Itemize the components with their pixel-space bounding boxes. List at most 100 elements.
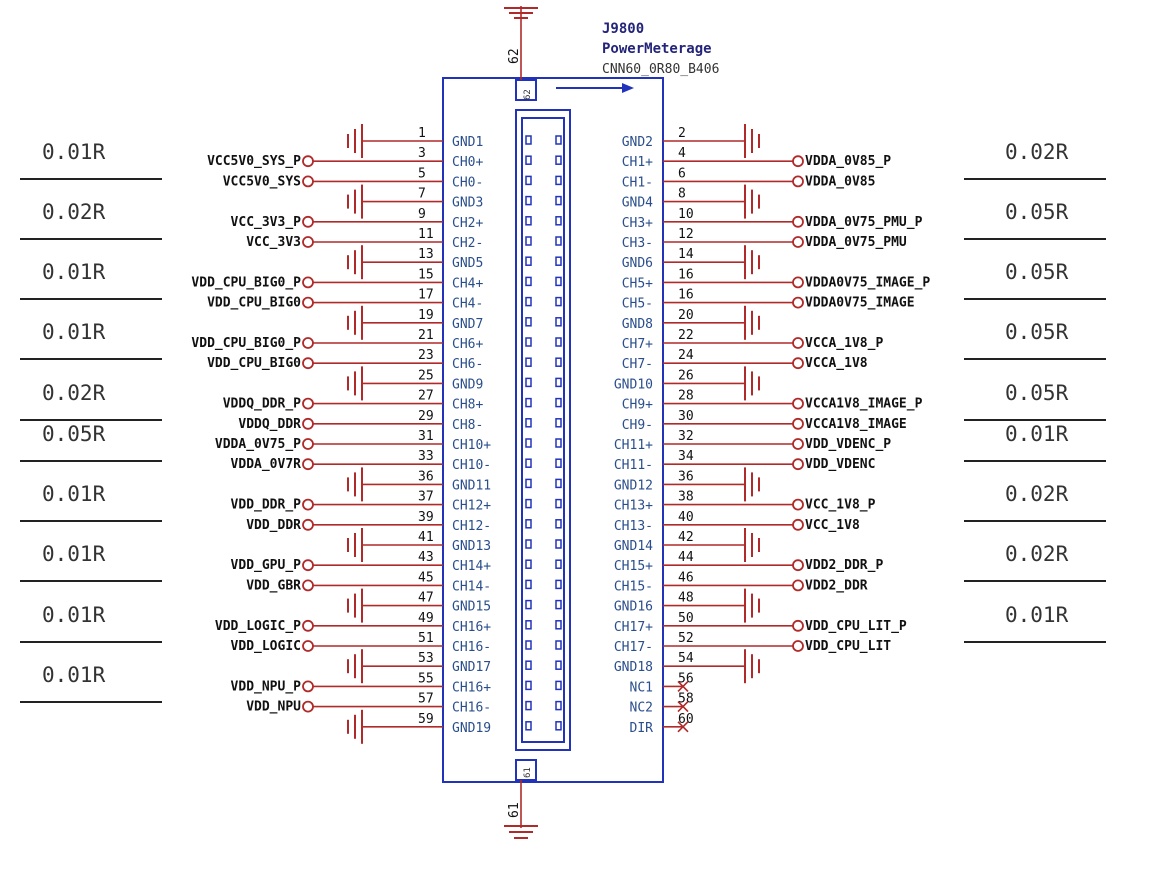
net-label: VDDA_0V85	[805, 174, 875, 189]
shunt-resistor-label: 0.02R	[1005, 482, 1069, 506]
pin-number: 59	[418, 712, 434, 727]
connector-body	[442, 77, 664, 783]
net-port	[302, 680, 314, 693]
pin-number: 32	[678, 429, 694, 444]
pin-name: GND6	[622, 256, 653, 271]
pin-name: GND3	[452, 196, 483, 211]
pin-number: 55	[418, 671, 434, 686]
slot-contact-right	[555, 296, 562, 307]
slot-contact-left	[525, 418, 532, 428]
net-port	[792, 498, 804, 511]
component-value: PowerMeterage	[602, 41, 712, 57]
pin-name: CH3+	[622, 216, 653, 231]
pin-name: CH10-	[452, 458, 491, 473]
net-port	[792, 357, 804, 370]
shunt-resistor-label: 0.01R	[1005, 603, 1069, 627]
net-label: VDDA0V75_IMAGE_P	[805, 275, 930, 290]
net-label: VCCA_1V8	[805, 356, 868, 371]
pin-number: 3	[418, 146, 426, 161]
shunt-resistor-label: 0.02R	[42, 381, 106, 405]
pin-number: 38	[678, 490, 694, 505]
net-port	[302, 236, 314, 248]
pin-number: 8	[678, 187, 686, 202]
slot-contact-right	[555, 317, 562, 327]
connector-slot-outer	[515, 109, 571, 751]
slot-contact-left	[525, 337, 532, 347]
pin-name: CH5-	[622, 297, 653, 312]
pin-number: 47	[418, 591, 434, 606]
slot-contact-right	[555, 357, 562, 367]
pin-name: GND12	[614, 478, 653, 493]
slot-contact-right	[555, 498, 562, 509]
net-label: VCCA_1V8_P	[805, 336, 883, 351]
pin-name: CH11+	[614, 438, 653, 453]
shunt-resistor-label: 0.01R	[42, 482, 106, 506]
net-label: VDD_GPU_P	[231, 558, 302, 573]
net-port	[302, 397, 314, 410]
net-port	[792, 215, 804, 228]
net-port	[302, 175, 314, 188]
pin-name: CH9+	[622, 398, 653, 413]
slot-contact-left	[525, 377, 532, 388]
pin-name: CH7-	[622, 357, 653, 372]
slot-contact-left	[525, 296, 532, 307]
pin-number: 39	[418, 510, 434, 525]
net-port	[302, 438, 314, 450]
pin-name: CH5+	[622, 276, 653, 291]
pin-name: CH15+	[614, 559, 653, 574]
net-port	[792, 458, 804, 471]
slot-contact-right	[555, 438, 562, 448]
slot-contact-right	[555, 175, 562, 186]
net-label: VDD2_DDR_P	[805, 558, 883, 573]
pin-name: CH6+	[452, 337, 483, 352]
pin-name: GND7	[452, 317, 483, 332]
slot-contact-left	[525, 256, 532, 266]
net-label: VDD_NPU	[246, 700, 301, 715]
shunt-resistor-label: 0.05R	[42, 422, 106, 446]
net-port	[792, 559, 804, 572]
pin-name: DIR	[630, 721, 654, 736]
pin-name: GND17	[452, 660, 491, 675]
slot-contact-left	[525, 155, 532, 165]
net-label: VDD_DDR_P	[231, 498, 302, 513]
pin-name: CH8+	[452, 398, 483, 413]
pin-name: CH1+	[622, 155, 653, 170]
net-port	[792, 296, 804, 309]
slot-contact-left	[525, 660, 532, 670]
pin-number: 16	[678, 267, 694, 282]
slot-contact-left	[525, 438, 532, 448]
net-label: VDD_CPU_LIT	[805, 639, 891, 654]
pin-number: 11	[418, 227, 434, 242]
pin-number: 50	[678, 611, 694, 626]
pin-number: 16	[678, 288, 694, 303]
net-port	[792, 417, 804, 430]
net-label: VDD_CPU_BIG0_P	[191, 275, 301, 290]
pin-name: GND2	[622, 135, 653, 150]
slot-contact-left	[525, 559, 532, 569]
pin-number: 45	[418, 570, 434, 585]
pin-name: GND9	[452, 377, 483, 392]
pin-number: 12	[678, 227, 694, 242]
connector-top-tab	[515, 79, 537, 101]
pin-name: CH17-	[614, 640, 653, 655]
pin-number: 36	[418, 469, 434, 484]
slot-contact-left	[525, 579, 532, 590]
net-label: VDD_CPU_BIG0_P	[191, 336, 301, 351]
